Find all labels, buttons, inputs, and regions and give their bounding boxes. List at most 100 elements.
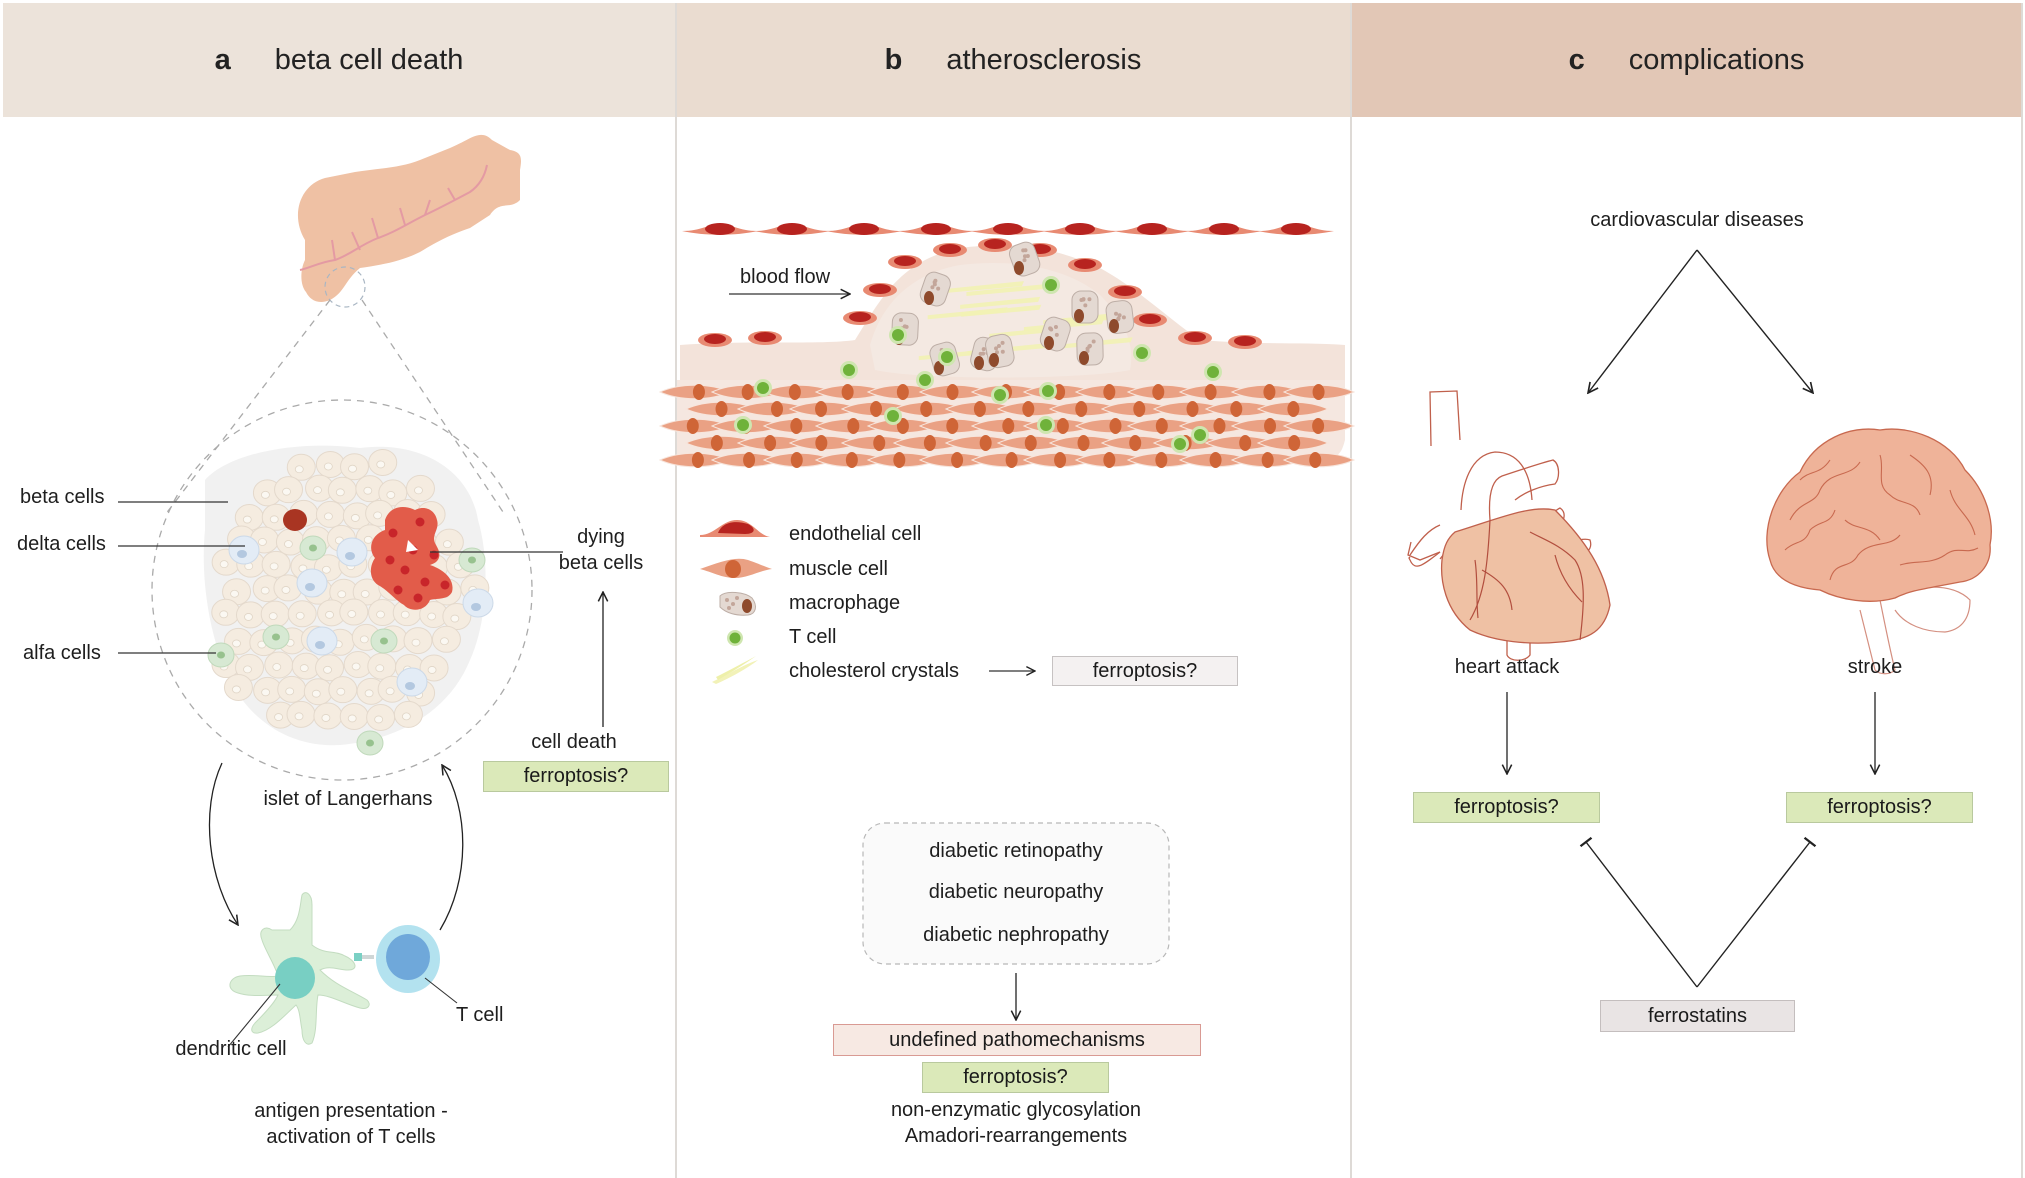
dying-cells-label-line1: dying: [577, 526, 625, 548]
endothelial-cell: [1209, 223, 1239, 235]
endothelial-cell: [939, 244, 961, 254]
endothelial-cell: [894, 256, 916, 266]
endothelial-cell: [993, 223, 1023, 235]
panel-b-title: atherosclerosis: [946, 43, 1142, 76]
red-blood-cell: [283, 509, 307, 531]
delta-cell: [462, 588, 494, 618]
endothelial-cell: [704, 334, 726, 344]
ferroptosis-box-crystals: ferroptosis?: [1052, 656, 1238, 686]
antigen-label-line2: activation of T cells: [266, 1126, 436, 1148]
brain-icon: [1766, 428, 1992, 675]
tcell-to-islet-arrow: [439, 765, 464, 931]
cholesterol-crystal: [943, 281, 1024, 294]
amadori-label: Amadori-rearrangements: [904, 1125, 1128, 1147]
ferroptosis-box-heart: ferroptosis?: [1413, 792, 1600, 823]
t-cell-legend-icon: [727, 630, 743, 646]
stroke-label: stroke: [1847, 656, 1903, 678]
endothelial-cell: [1074, 259, 1096, 269]
endothelial-cell: [705, 223, 735, 235]
delta-cell: [396, 667, 428, 697]
alfa-cells-label: alfa cells: [23, 642, 101, 664]
complication-neuropathy: diabetic neuropathy: [928, 881, 1104, 903]
glycosylation-label: non-enzymatic glycosylation: [890, 1099, 1142, 1121]
cholesterol-crystal: [960, 296, 1041, 309]
beta-cells-label: beta cells: [20, 486, 105, 508]
endothelial-cell: [754, 332, 776, 342]
heart-attack-label: heart attack: [1454, 656, 1560, 678]
dendritic-leader: [227, 983, 281, 1048]
endothelial-cell: [921, 223, 951, 235]
islet-label: islet of Langerhans: [263, 788, 433, 810]
endothelial-cell: [1065, 223, 1095, 235]
islet-to-dendritic-arrow: [208, 762, 238, 925]
legend-endothelial-label: endothelial cell: [789, 523, 922, 545]
panel-divider-ab: [675, 3, 677, 1178]
tcell-leader: [424, 977, 458, 1004]
macrophage-icon: [719, 591, 756, 616]
legend-tcell-label: T cell: [789, 626, 837, 648]
t-cell-label: T cell: [456, 1004, 504, 1026]
muscle-cell-icon: [700, 558, 772, 578]
dendritic-cell-label: dendritic cell: [175, 1038, 287, 1060]
delta-cell: [228, 535, 260, 565]
endothelial-cell: [1114, 286, 1136, 296]
ferroptosis-box-stroke: ferroptosis?: [1786, 792, 1973, 823]
endothelial-cell: [849, 223, 879, 235]
ferrostatins-box: ferrostatins: [1600, 1000, 1795, 1032]
cell-death-label: cell death: [531, 731, 617, 753]
endothelial-cell: [1137, 223, 1167, 235]
panel-b-letter: b: [884, 43, 903, 76]
islet-of-langerhans-icon: [203, 445, 494, 756]
panel-a-letter: a: [214, 43, 231, 76]
complication-retinopathy: diabetic retinopathy: [929, 840, 1103, 862]
islet-outline: [151, 399, 533, 781]
endothelial-cell: [984, 239, 1006, 249]
cardiovascular-branch-arrows: [1588, 249, 1813, 393]
cholesterol-crystal: [966, 283, 1047, 296]
ferroptosis-box-b: ferroptosis?: [922, 1062, 1109, 1093]
endothelial-cell: [1234, 336, 1256, 346]
dendritic-cell-icon: [229, 892, 374, 1045]
dying-cells-label-line2: beta cells: [558, 552, 644, 574]
panel-c-header: c complications: [1351, 3, 2022, 117]
t-cell-icon: [376, 925, 440, 993]
endothelial-cell: [869, 284, 891, 294]
legend-macrophage-label: macrophage: [789, 592, 901, 614]
pancreas-icon: [297, 134, 521, 308]
cholesterol-crystal: [961, 304, 1042, 317]
undefined-pathomechanisms-box: undefined pathomechanisms: [833, 1024, 1201, 1056]
ferrostatins-inhibit-left: [1579, 836, 1698, 988]
endothelial-cell: [1184, 332, 1206, 342]
ferrostatins-inhibit-right: [1696, 836, 1817, 988]
panel-c-letter: c: [1568, 43, 1585, 76]
endothelial-cell-icon: [700, 520, 770, 537]
right-border: [2021, 3, 2023, 1178]
legend-muscle-label: muscle cell: [789, 558, 888, 580]
endothelial-cell: [1281, 223, 1311, 235]
antigen-label-line1: antigen presentation -: [254, 1100, 448, 1122]
delta-cell: [306, 626, 338, 656]
panel-c-title: complications: [1628, 43, 1805, 76]
artery-cross-section-icon: [658, 223, 1356, 468]
zoom-line-right: [361, 299, 506, 516]
zoom-line-left: [164, 299, 331, 516]
cardiovascular-diseases-label: cardiovascular diseases: [1590, 209, 1804, 231]
panel-a-title: beta cell death: [274, 43, 464, 76]
complications-dashed-box: [862, 822, 1170, 965]
heart-body: [1440, 508, 1611, 644]
panel-divider-bc: [1350, 3, 1352, 1178]
to-heart-attack-arrow: [1588, 249, 1698, 393]
blood-flow-label: blood flow: [740, 266, 831, 288]
legend-cholesterol-label: cholesterol crystals: [789, 660, 960, 682]
endothelial-cell: [777, 223, 807, 235]
cholesterol-crystals-icon: [712, 656, 758, 684]
to-stroke-arrow: [1696, 249, 1813, 393]
delta-cell: [296, 568, 328, 598]
panel-a-header: a beta cell death: [3, 3, 675, 117]
delta-cell: [336, 537, 368, 567]
panel-b-header: b atherosclerosis: [676, 3, 1350, 117]
ferroptosis-box-a: ferroptosis?: [483, 761, 669, 792]
endothelial-cell: [849, 312, 871, 322]
delta-cells-label: delta cells: [17, 533, 106, 555]
